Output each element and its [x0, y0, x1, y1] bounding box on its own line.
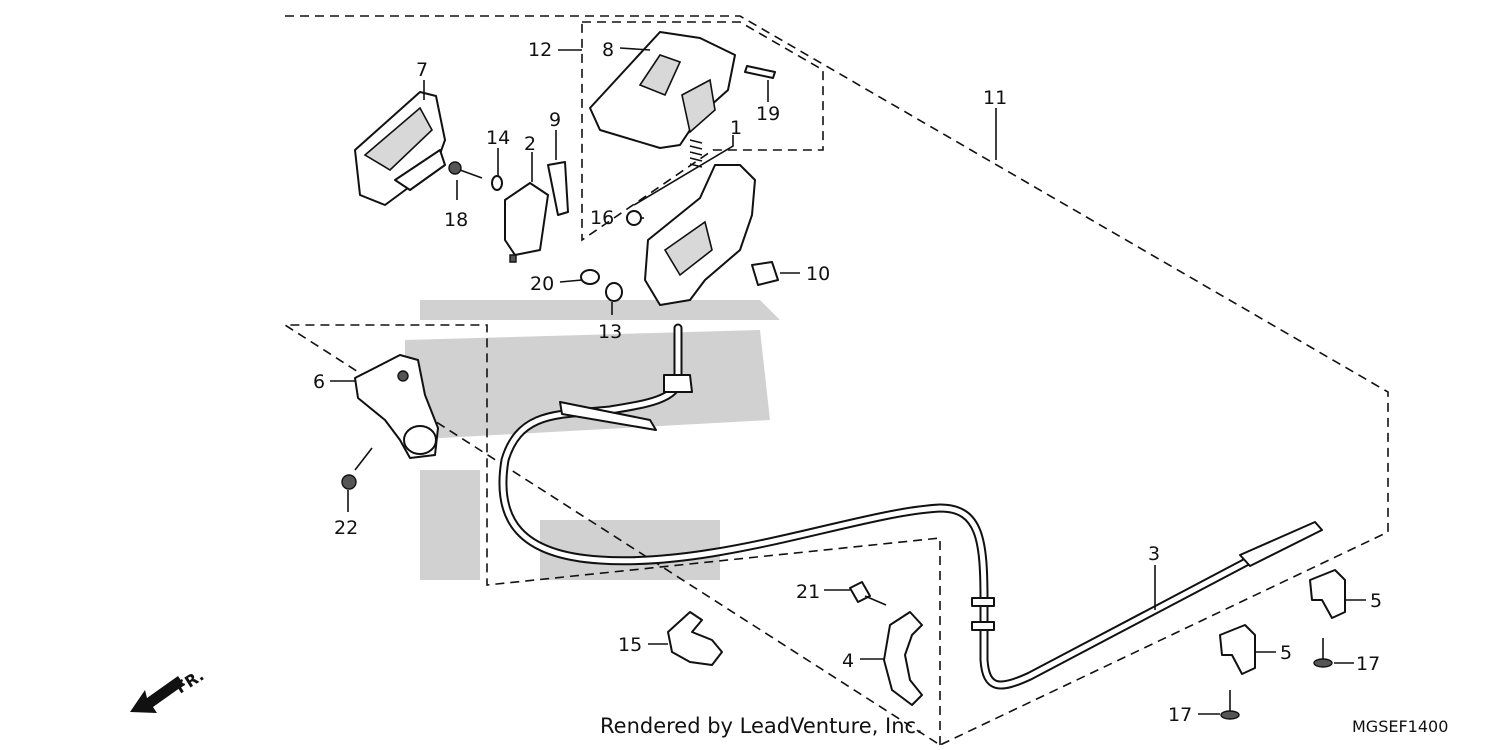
- callout-12: 12: [528, 39, 552, 61]
- callout-18: 18: [444, 209, 468, 231]
- callout-17-lower: 17: [1168, 704, 1192, 726]
- callout-3: 3: [1148, 543, 1160, 565]
- part-17-screw-lower: [1220, 690, 1240, 720]
- lever-base-housing: [644, 164, 756, 306]
- callout-15: 15: [618, 634, 642, 656]
- part-15-clamp: [667, 611, 723, 666]
- callout-14: 14: [486, 127, 510, 149]
- part-10-grommet: [751, 261, 779, 286]
- callout-13: 13: [598, 321, 622, 343]
- callout-17-upper: 17: [1356, 653, 1380, 675]
- callout-5-upper: 5: [1370, 590, 1382, 612]
- front-direction-arrow: FR.: [130, 666, 207, 713]
- part-1-spring: [689, 139, 703, 168]
- rendered-by-credit: Rendered by LeadVenture, Inc.: [600, 714, 923, 738]
- part-21-bolt: [849, 581, 887, 606]
- callout-6: 6: [313, 371, 325, 393]
- part-19-pin: [744, 65, 776, 79]
- part-17-screw-upper: [1313, 638, 1333, 668]
- part-5-holder-lower: [1219, 624, 1256, 675]
- part-9-clip: [547, 161, 569, 216]
- callout-16: 16: [590, 207, 614, 229]
- part-22-bolt: [341, 447, 373, 490]
- callout-22: 22: [334, 517, 358, 539]
- leader-lines: [330, 47, 1366, 715]
- part-7-housing: [354, 91, 446, 206]
- callout-8: 8: [602, 39, 614, 61]
- callout-4: 4: [842, 650, 854, 672]
- callout-9: 9: [549, 109, 561, 131]
- callout-11: 11: [983, 87, 1007, 109]
- part-14-washer: [491, 175, 503, 191]
- part-5-holder-upper: [1309, 569, 1346, 619]
- part-13-washer: [605, 282, 623, 302]
- callout-10: 10: [806, 263, 830, 285]
- part-6-bracket: [354, 354, 439, 459]
- callout-1: 1: [730, 117, 742, 139]
- callout-2: 2: [524, 133, 536, 155]
- part-16-nut: [626, 210, 642, 226]
- assembly-boundary-12: [581, 21, 824, 242]
- assembly-boundary-11: [282, 15, 1389, 747]
- callout-19: 19: [756, 103, 780, 125]
- callout-7: 7: [416, 59, 428, 81]
- front-direction-label: FR.: [172, 666, 207, 698]
- callout-20: 20: [530, 273, 554, 295]
- part-3-cable: [498, 323, 1323, 690]
- part-4-clamp: [883, 611, 923, 706]
- callout-21: 21: [796, 581, 820, 603]
- watermark-logo: [405, 300, 780, 580]
- part-18-screw: [448, 161, 483, 179]
- part-8-lever: [589, 31, 736, 149]
- callout-5-lower: 5: [1280, 642, 1292, 664]
- part-20-washer: [580, 269, 600, 285]
- diagram-code: MGSEF1400: [1352, 717, 1448, 736]
- part-2-switch: [504, 182, 549, 263]
